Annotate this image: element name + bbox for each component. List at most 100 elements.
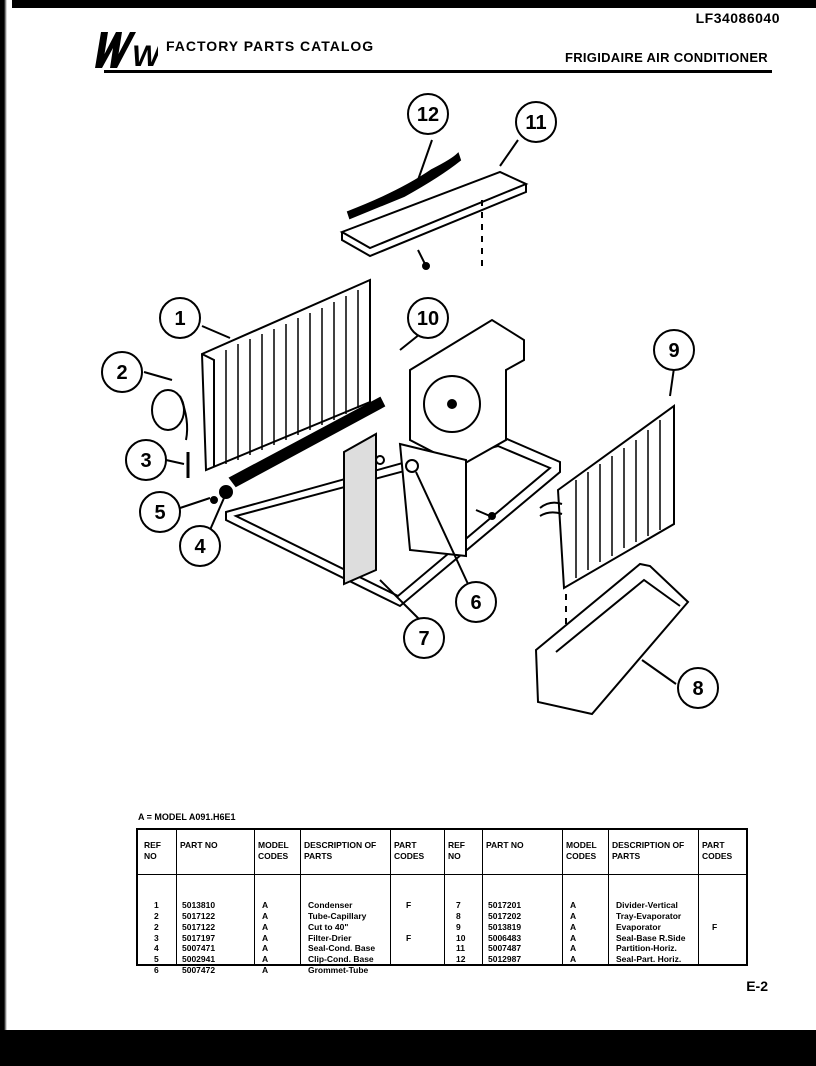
table-cell	[712, 911, 721, 922]
callout-3	[125, 439, 185, 481]
callout-label-8: 8	[692, 678, 703, 700]
callout-10	[399, 297, 449, 351]
table-cell: 5017201	[488, 899, 522, 910]
table-cell: 4	[154, 943, 159, 954]
header-rule	[104, 70, 772, 73]
table-cell: 12	[456, 954, 466, 965]
callout-label-9: 9	[668, 340, 679, 362]
table-cell: 6	[154, 965, 159, 976]
catalog-title: FACTORY PARTS CATALOG	[166, 38, 375, 54]
callout-label-2: 2	[116, 362, 127, 384]
table-cell: 5012987	[488, 954, 522, 965]
table-cell: 5006483	[488, 932, 522, 943]
table-cell	[712, 954, 721, 965]
document-code: LF34086040	[695, 10, 780, 26]
table-cell: 9	[456, 921, 461, 932]
table-cell: A	[570, 910, 577, 921]
callout-8	[641, 659, 719, 709]
table-cell: A	[570, 899, 577, 910]
callout-4	[179, 497, 225, 567]
table-cell	[406, 965, 415, 976]
table-cell: F	[406, 932, 412, 943]
exploded-parts-diagram: 12 11 1 10 2 9 3 5 4 6 7 8	[101, 93, 719, 716]
header-part-codes-2: PART CODES	[702, 840, 733, 861]
table-cell: 5007471	[182, 943, 216, 954]
table-cell: A	[570, 943, 577, 954]
part-tray-evaporator	[534, 562, 690, 716]
table-cell: 5007487	[488, 943, 522, 954]
callout-label-12: 12	[417, 104, 439, 126]
table-cell: Tray-Evaporator	[616, 910, 682, 921]
callout-label-4: 4	[194, 536, 206, 558]
table-cell: 5013819	[488, 921, 522, 932]
table-cell: 10	[456, 932, 466, 943]
header-ref-no-2: REF NO	[448, 840, 465, 861]
table-cell: A	[570, 954, 577, 965]
table-cell: Condenser	[308, 899, 353, 910]
scan-edge-bottom	[0, 1030, 816, 1066]
table-cell: Filter-Drier	[308, 932, 352, 943]
parts-table: REF NO PART NO MODEL CODES DESCRIPTION O…	[136, 828, 748, 975]
page-number: E-2	[746, 978, 768, 994]
callout-group	[101, 93, 719, 709]
table-cell: 5013810	[182, 899, 216, 910]
table-cell: F	[712, 921, 718, 932]
table-cell: 5007472	[182, 965, 216, 976]
model-note: A = MODEL A091.H6E1	[138, 812, 236, 822]
part-seal-base-right	[228, 396, 386, 488]
table-cell: Evaporator	[616, 921, 661, 932]
table-cell: 7	[456, 899, 461, 910]
table-cell	[712, 943, 721, 954]
callout-label-11: 11	[525, 112, 546, 134]
header-description: DESCRIPTION OF PARTS	[304, 840, 377, 861]
scan-edge-top	[0, 0, 816, 8]
table-cell: Clip-Cond. Base	[308, 954, 374, 965]
table-cell	[406, 943, 415, 954]
table-cell: A	[570, 932, 577, 943]
table-cell: 5017197	[182, 932, 216, 943]
table-cell: Seal-Part. Horiz.	[616, 954, 682, 965]
table-cell	[406, 922, 415, 933]
table-cell: Tube-Capillary	[308, 910, 367, 921]
table-cell: A	[262, 943, 269, 954]
callout-11	[499, 101, 557, 167]
table-cell: Grommet-Tube	[308, 965, 369, 976]
table-cell: 11	[456, 943, 465, 954]
table-cell: Seal-Base R.Side	[616, 932, 686, 943]
header-part-no-2: PART NO	[486, 840, 524, 850]
part-seal-horizontal	[346, 152, 462, 220]
table-cell	[406, 911, 415, 922]
callout-label-7: 7	[418, 628, 429, 650]
callout-label-1: 1	[174, 308, 185, 330]
scan-edge-left	[0, 0, 12, 1066]
wci-logo: WCI	[95, 32, 158, 72]
brand-text: WCI	[132, 40, 158, 72]
table-header-rule	[138, 874, 746, 875]
header-part-codes: PART CODES	[394, 840, 425, 861]
callout-5	[139, 491, 211, 533]
callout-12	[407, 93, 449, 181]
table-cell: 3	[154, 932, 159, 943]
callout-6	[415, 471, 497, 623]
table-cell	[406, 954, 415, 965]
header-model-codes: MODEL CODES	[258, 840, 289, 861]
table-cell	[712, 900, 721, 911]
part-divider-vertical	[343, 432, 377, 586]
part-evaporator	[539, 404, 675, 590]
callout-1	[159, 297, 231, 339]
table-cell: Seal-Cond. Base	[308, 943, 376, 954]
table-cell: 2	[154, 921, 159, 932]
callout-2	[101, 351, 173, 393]
col-left-codes: F F	[406, 878, 415, 998]
callout-9	[653, 329, 695, 397]
table-cell: 5002941	[182, 954, 216, 965]
header-part-no: PART NO	[180, 840, 218, 850]
table-cell: A	[262, 910, 269, 921]
table-cell: 5	[154, 954, 159, 965]
callout-7	[379, 579, 445, 659]
